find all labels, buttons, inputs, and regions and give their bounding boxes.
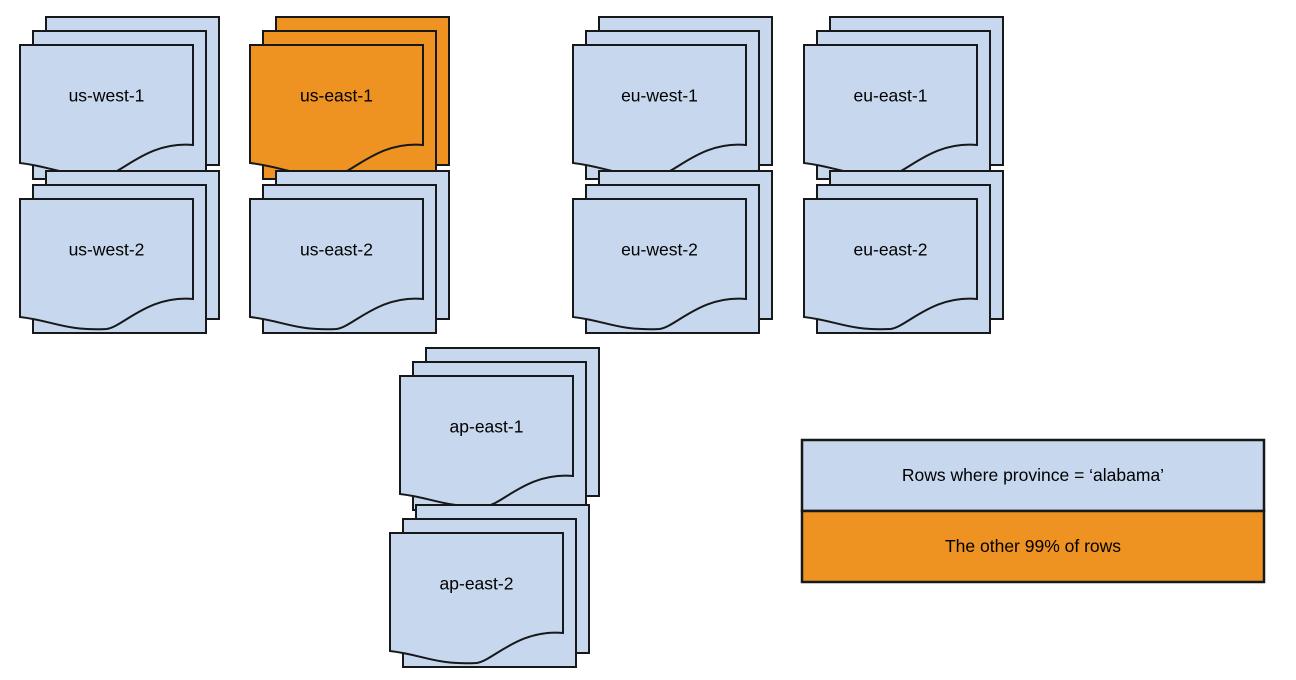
region-label: eu-east-2 xyxy=(854,240,928,260)
legend-swatch-legend-orange xyxy=(800,509,1266,584)
legend-box: Rows where province = ‘alabama’ The other… xyxy=(800,438,1266,584)
region-label: eu-west-1 xyxy=(621,86,698,106)
region-label: us-east-1 xyxy=(300,86,373,106)
region-stack-eu-west-1[interactable]: eu-west-1 xyxy=(572,16,773,180)
region-stack-eu-east-1[interactable]: eu-east-1 xyxy=(803,16,1004,180)
stack-sheet-front xyxy=(249,198,424,331)
region-label: us-east-2 xyxy=(300,240,373,260)
region-stack-us-west-1[interactable]: us-west-1 xyxy=(19,16,220,180)
region-stack-us-east-2[interactable]: us-east-2 xyxy=(249,170,450,334)
region-label: eu-west-2 xyxy=(621,240,698,260)
region-label: us-west-2 xyxy=(69,240,145,260)
legend-label-legend-blue: Rows where province = ‘alabama’ xyxy=(902,465,1164,485)
region-stack-ap-east-2[interactable]: ap-east-2 xyxy=(389,504,590,668)
stack-sheet-front xyxy=(803,198,978,331)
region-stack-ap-east-1[interactable]: ap-east-1 xyxy=(399,347,600,511)
stacks-layer: us-west-1 us-east-1 eu-west-1 eu-east-1 us-w… xyxy=(19,16,1004,668)
region-stack-us-east-1[interactable]: us-east-1 xyxy=(249,16,450,180)
stack-sheet-front xyxy=(19,198,194,331)
stack-sheet-front xyxy=(572,198,747,331)
region-stack-eu-west-2[interactable]: eu-west-2 xyxy=(572,170,773,334)
legend-swatch-legend-blue xyxy=(800,438,1266,513)
stack-sheet-front xyxy=(389,532,564,665)
region-stack-eu-east-2[interactable]: eu-east-2 xyxy=(803,170,1004,334)
legend-label-legend-orange: The other 99% of rows xyxy=(945,536,1121,556)
region-label: ap-east-1 xyxy=(450,417,524,437)
region-label: us-west-1 xyxy=(69,86,145,106)
region-stack-us-west-2[interactable]: us-west-2 xyxy=(19,170,220,334)
region-label: ap-east-2 xyxy=(440,574,514,594)
region-label: eu-east-1 xyxy=(854,86,928,106)
